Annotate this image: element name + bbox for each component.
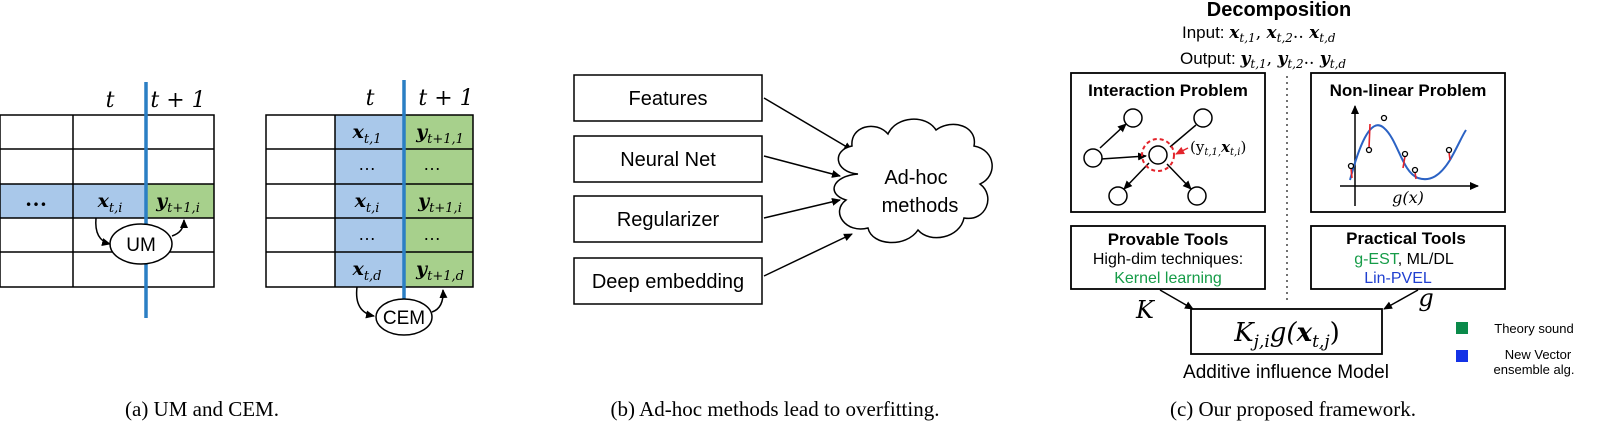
formula-box xyxy=(1190,308,1383,355)
box-features-label: Features xyxy=(629,88,708,110)
cem-x-row3: xt,i xyxy=(354,190,380,216)
box-features xyxy=(573,74,763,122)
um-arrow-out xyxy=(171,219,188,237)
um-y-cell: yt+1,i xyxy=(155,190,200,216)
cloud-line2: methods xyxy=(882,195,959,217)
cem-col-t1: t + 1 xyxy=(418,86,473,111)
cem-x-row2: … xyxy=(358,154,376,174)
interaction-label: (yt,1,xt,i) xyxy=(1190,138,1246,158)
box-neural-net xyxy=(573,135,763,183)
caption-c: (c) Our proposed framework. xyxy=(1170,397,1416,421)
input-line: Input: xt,1, xt,2.. xt,d xyxy=(1182,23,1336,45)
g-of-x-label: g(x) xyxy=(1392,188,1424,207)
cem-x-row5: xt,d xyxy=(351,258,381,284)
box-deep-embedding xyxy=(573,257,763,305)
box-deep-embedding-label: Deep embedding xyxy=(592,271,744,293)
cem-y-row3: yt+1,i xyxy=(417,190,462,216)
provable-line2: Kernel learning xyxy=(1114,270,1222,287)
k-arrow xyxy=(1159,289,1194,310)
interaction-title: Interaction Problem xyxy=(1088,81,1248,100)
interaction-graph xyxy=(1083,108,1213,206)
um-col-t: t xyxy=(106,88,115,113)
um-arrow-in xyxy=(95,217,111,246)
practical-box xyxy=(1310,225,1506,290)
practical-title: Practical Tools xyxy=(1346,229,1466,248)
cem-grid xyxy=(265,114,474,288)
nonlinear-title: Non-linear Problem xyxy=(1330,81,1487,100)
cem-y-row4: … xyxy=(423,224,441,244)
um-col-t1: t + 1 xyxy=(150,88,205,113)
practical-line2: Lin-PVEL xyxy=(1364,270,1432,287)
provable-title: Provable Tools xyxy=(1108,230,1229,249)
legend-swatch-vector xyxy=(1456,350,1468,362)
k-label: K xyxy=(1135,296,1156,324)
nonlinear-plot: g(x) xyxy=(1340,105,1479,207)
cem-arrow-in xyxy=(355,286,375,319)
output-line: Output: yt,1, yt,2.. yt,d xyxy=(1180,49,1346,71)
arrow-regularizer xyxy=(763,197,841,219)
g-arrow xyxy=(1383,289,1419,310)
red-pointer-arrow xyxy=(1175,146,1189,155)
panel-b: Features Neural Net Regularizer Deep emb… xyxy=(573,74,993,421)
cloud-shape xyxy=(833,118,993,244)
cem-node xyxy=(375,298,433,336)
formula: Kj,ig(xt,j) xyxy=(1233,318,1340,352)
arrow-features xyxy=(763,97,853,151)
caption-a: (a) UM and CEM. xyxy=(125,397,279,421)
cem-x-row4: … xyxy=(358,224,376,244)
um-green-cell xyxy=(146,184,214,218)
cem-y-row2: … xyxy=(423,154,441,174)
legend-vector-label-2: ensemble alg. xyxy=(1494,362,1575,377)
cem-arrow-out xyxy=(431,289,448,313)
box-regularizer xyxy=(573,195,763,243)
cem-y-row1: yt+1,1 xyxy=(415,121,464,147)
model-label: Additive influence Model xyxy=(1183,362,1389,383)
cem-table: t t + 1 xt,1 yt+1,1 … … xt,i yt+1,i … … … xyxy=(265,80,474,336)
practical-line1: g-EST, ML/DL xyxy=(1354,251,1454,268)
um-dots: … xyxy=(25,186,47,211)
um-table: t t + 1 … xt,i yt+1,i UM xyxy=(0,82,215,318)
decomposition-title: Decomposition xyxy=(1207,0,1351,21)
cem-y-row5: yt+1,d xyxy=(415,258,464,284)
highlight-circle xyxy=(1141,138,1175,172)
caption-b: (b) Ad-hoc methods lead to overfitting. xyxy=(611,397,940,421)
um-node-label: UM xyxy=(126,235,156,256)
cloud-line1: Ad-hoc xyxy=(884,167,947,189)
cem-blue-column xyxy=(335,115,404,287)
provable-box xyxy=(1070,225,1266,290)
cem-green-column xyxy=(404,115,473,287)
panel-a: t t + 1 … xt,i yt+1,i UM t t + 1 xyxy=(0,80,474,421)
legend: Theory sound New Vector ensemble alg. xyxy=(1456,321,1574,377)
legend-swatch-theory xyxy=(1456,322,1468,334)
legend-theory-label: Theory sound xyxy=(1494,321,1574,336)
panel-c: Decomposition Input: xt,1, xt,2.. xt,d O… xyxy=(1070,0,1574,421)
arrow-deep-embedding xyxy=(763,233,853,277)
um-x-cell: xt,i xyxy=(97,190,123,216)
provable-line1: High-dim techniques: xyxy=(1093,251,1243,268)
um-grid xyxy=(0,114,215,288)
arrow-neural-net xyxy=(763,155,841,178)
cem-node-label: CEM xyxy=(383,308,425,329)
g-label: g xyxy=(1418,284,1433,312)
box-neural-net-label: Neural Net xyxy=(620,149,716,171)
cem-col-t: t xyxy=(366,86,375,111)
cem-x-row1: xt,1 xyxy=(352,121,382,147)
legend-vector-label-1: New Vector xyxy=(1505,347,1572,362)
box-regularizer-label: Regularizer xyxy=(617,209,720,231)
